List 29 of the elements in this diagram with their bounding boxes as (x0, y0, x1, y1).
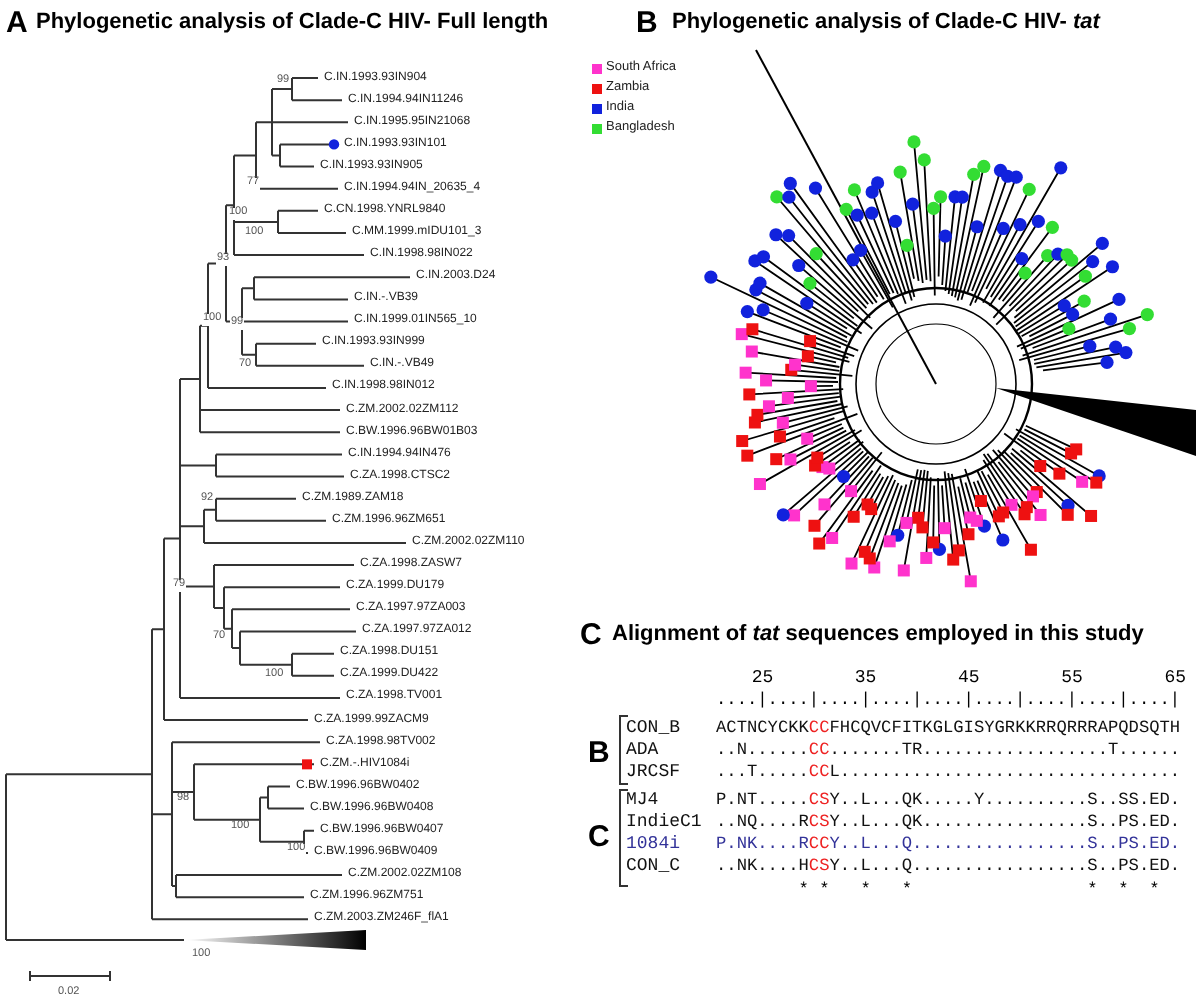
position-number: 45 (958, 670, 980, 688)
sequence-name: 1084i (626, 836, 681, 854)
sequence-name: CON_C (626, 858, 681, 876)
sequence-text: P.NT.....CSY..L...QK.....Y..........S..SS.ED. (716, 792, 1181, 810)
sequence-text: ACTNCYCKKCCFHCQVCFITKGLGISYGRKKRRQRRRAPQDSQTH (716, 720, 1181, 738)
panel-title: Alignment of tat sequences employed in this study (612, 624, 1144, 646)
position-number: 55 (1061, 670, 1083, 688)
sequence-name: IndieC1 (626, 814, 702, 832)
sequence-name: ADA (626, 742, 659, 760)
position-ruler: ....|....|....|....|....|....|....|....|....| (716, 692, 1181, 710)
group-letter: B (588, 738, 610, 768)
sequence-text: ..NK....HCSY..L...Q.................S..PS.ED. (716, 858, 1181, 876)
position-number: 25 (751, 670, 774, 688)
position-number: 65 (1164, 670, 1187, 688)
sequence-text: P.NK....RCCY..L...Q.................S..PS.ED. (716, 836, 1181, 854)
panel-title: Phylogenetic analysis of Clade-C HIV- tat (672, 12, 1100, 34)
panel-letter: A (6, 8, 28, 38)
conservation-marks: * * * * * * * (796, 882, 1160, 900)
sequence-name: CON_B (626, 720, 681, 738)
sequence-name: JRCSF (626, 764, 681, 782)
group-letter: C (588, 822, 610, 852)
panel-letter: B (636, 8, 658, 38)
sequence-name: MJ4 (626, 792, 659, 810)
sequence-text: ...T.....CCL................................. (716, 764, 1181, 782)
panel-title: Phylogenetic analysis of Clade-C HIV- Full length (36, 12, 549, 34)
position-number: 35 (854, 670, 877, 688)
panel-letter: C (580, 620, 602, 650)
sequence-text: ..NQ....RCSY..L...QK................S..PS.ED. (716, 814, 1181, 832)
sequence-text: ..N......CC.......TR..................T...... (716, 742, 1181, 760)
